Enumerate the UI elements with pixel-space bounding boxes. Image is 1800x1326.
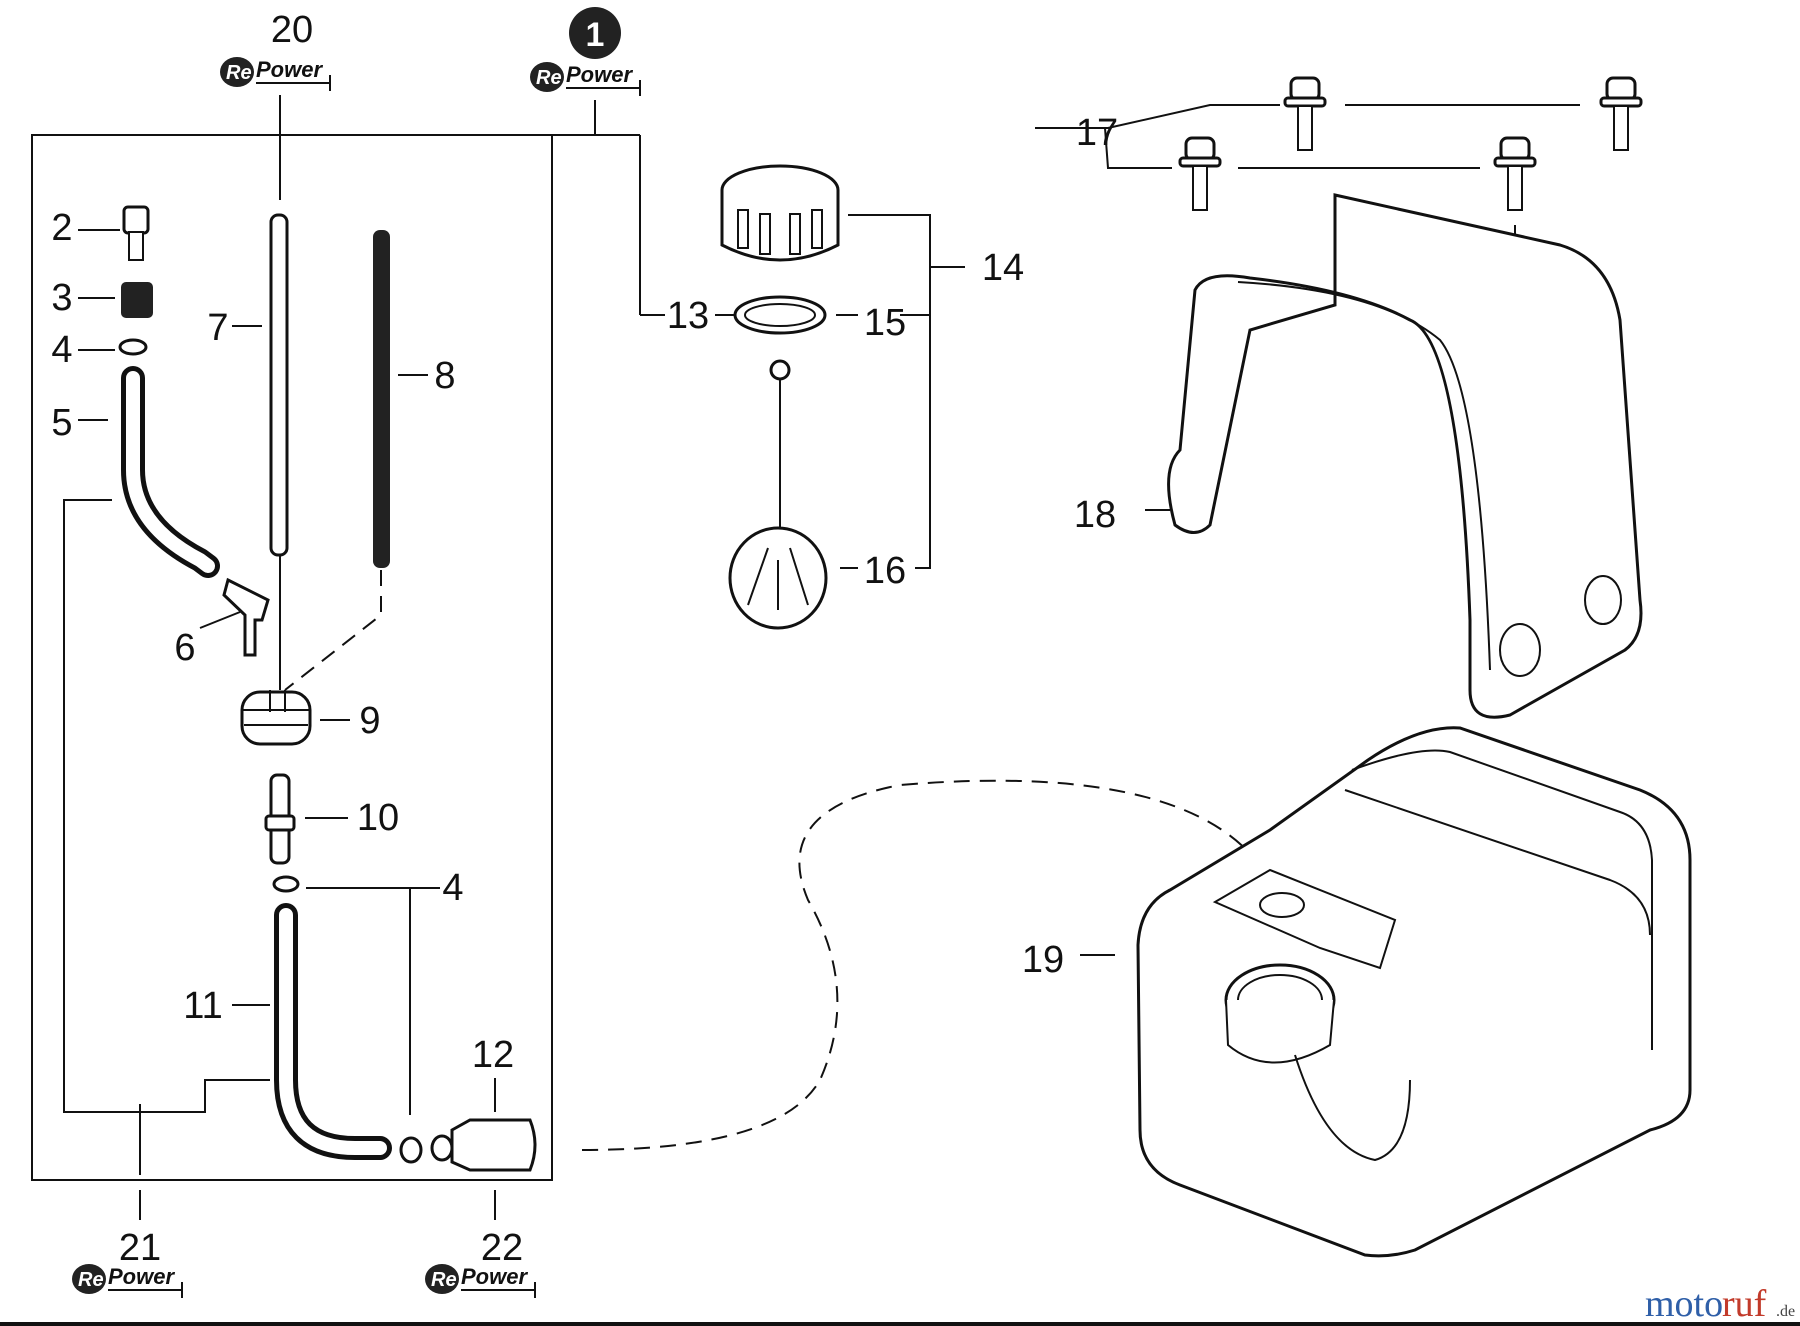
- svg-text:Power: Power: [256, 57, 323, 82]
- part-11-hose: [232, 903, 392, 1160]
- part-18-bracket: [1145, 193, 1643, 719]
- callout-7: 7: [207, 307, 228, 349]
- part-16-strainer: [728, 359, 858, 630]
- repower-logo-1: Re Power: [530, 62, 641, 96]
- part-8-tube: [284, 230, 428, 691]
- callout-22: 22: [481, 1227, 523, 1269]
- callout-9: 9: [359, 700, 380, 742]
- part-7-tube: [232, 213, 289, 690]
- callout-4-lower: 4: [442, 867, 463, 909]
- svg-text:Power: Power: [108, 1264, 175, 1289]
- part-14-fuel-cap: [720, 164, 965, 569]
- svg-text:moto: moto: [1645, 1283, 1723, 1325]
- callout-17: 17: [1076, 112, 1118, 154]
- part-10-connector: [264, 773, 348, 865]
- part-3-grommet: [78, 282, 153, 318]
- part-12-filter: [399, 1078, 537, 1172]
- callout-19: 19: [1022, 939, 1064, 981]
- svg-text:Re: Re: [431, 1269, 457, 1291]
- svg-text:1: 1: [586, 16, 605, 54]
- callout-4-upper: 4: [51, 329, 72, 371]
- group-21-bracket: [63, 499, 270, 1113]
- svg-text:Re: Re: [78, 1269, 104, 1291]
- callout-16: 16: [864, 550, 906, 592]
- callout-10: 10: [357, 797, 399, 839]
- part-9-grommet: [240, 690, 350, 746]
- callout-12: 12: [472, 1034, 514, 1076]
- svg-text:.de: .de: [1776, 1303, 1795, 1320]
- bottom-rule: [0, 1322, 1800, 1326]
- hose-routing-line: [581, 779, 1271, 1151]
- svg-text:Re: Re: [536, 67, 562, 89]
- part-19-fuel-tank: [1080, 726, 1692, 1258]
- svg-text:Re: Re: [226, 62, 252, 84]
- part-4-oring: [78, 338, 148, 356]
- callout-5: 5: [51, 402, 72, 444]
- part-5-hose: [78, 366, 220, 578]
- callout-13: 13: [667, 295, 709, 337]
- repower-logo-21: Re Power: [72, 1264, 183, 1298]
- callout-2: 2: [51, 207, 72, 249]
- part-15-gasket: [715, 295, 858, 335]
- callout-14: 14: [982, 247, 1024, 289]
- callout-8: 8: [434, 355, 455, 397]
- repower-logo-22: Re Power: [425, 1264, 536, 1298]
- callout-18: 18: [1074, 494, 1116, 536]
- kit-frame: [31, 95, 665, 1220]
- part-6-elbow: [199, 577, 270, 657]
- assembly-badge: 1: [569, 7, 621, 59]
- callout-11: 11: [183, 985, 222, 1027]
- svg-text:Power: Power: [566, 62, 633, 87]
- callout-6: 6: [174, 627, 195, 669]
- svg-text:Power: Power: [461, 1264, 528, 1289]
- callout-21: 21: [119, 1227, 161, 1269]
- callout-15: 15: [864, 302, 906, 344]
- part-2-cap: [78, 205, 150, 261]
- part-4-oring-lower: [272, 875, 440, 1115]
- repower-logo-20: Re Power: [220, 57, 331, 91]
- callout-20: 20: [271, 9, 313, 51]
- svg-text:ruf: ruf: [1722, 1283, 1767, 1325]
- callout-3: 3: [51, 277, 72, 319]
- watermark: moto ruf .de: [1645, 1283, 1795, 1325]
